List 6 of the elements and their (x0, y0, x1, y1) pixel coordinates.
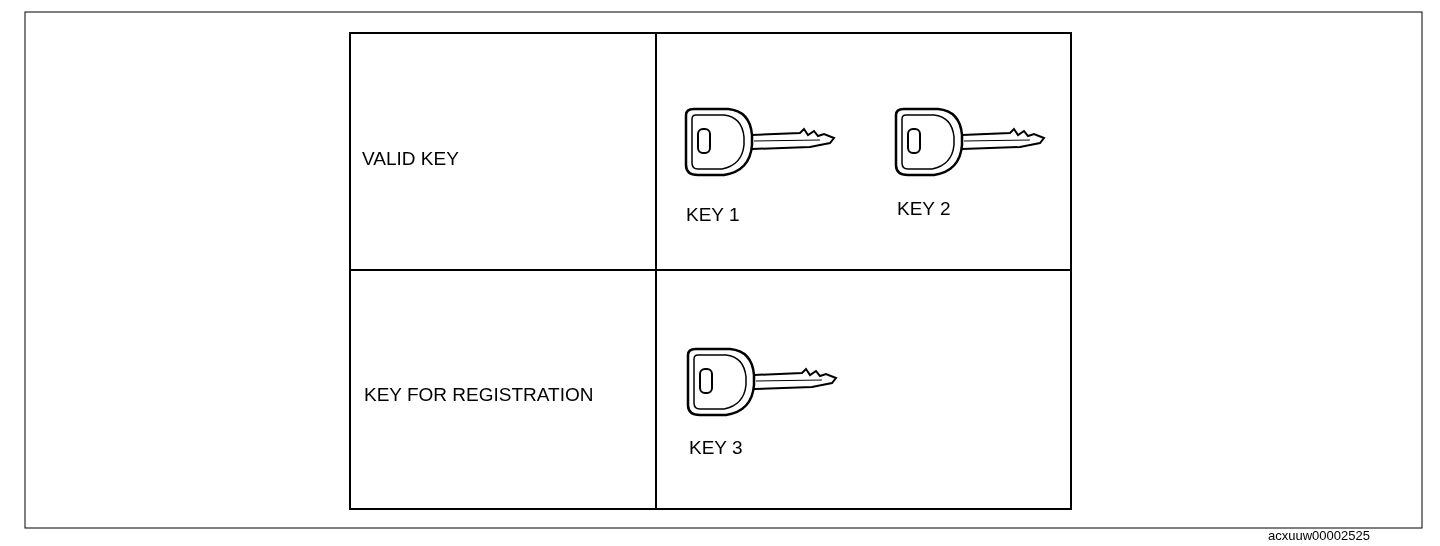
key-label: KEY 3 (689, 437, 743, 459)
row-heading: KEY FOR REGISTRATION (364, 384, 594, 406)
row-heading: VALID KEY (362, 148, 459, 170)
key-label: KEY 1 (686, 204, 740, 226)
key-label: KEY 2 (897, 198, 951, 220)
figure-code: acxuuw00002525 (1268, 528, 1370, 543)
